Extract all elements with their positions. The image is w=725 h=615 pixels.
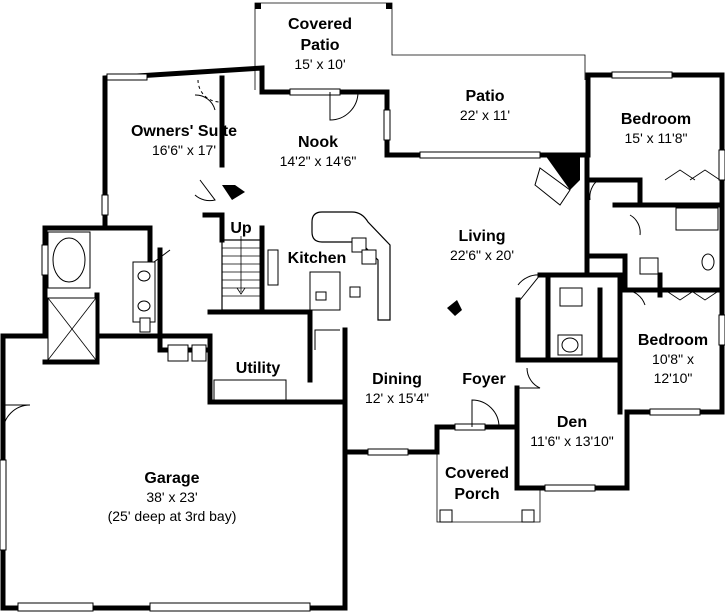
covered-patio-name-l1: Covered bbox=[288, 16, 352, 33]
garage-doors bbox=[17, 602, 311, 612]
living-name: Living bbox=[458, 228, 505, 245]
bedroom-2-size-l1: 10'8" x bbox=[652, 351, 694, 367]
covered-patio-size: 15' x 10' bbox=[294, 56, 345, 72]
garage-name: Garage bbox=[144, 470, 199, 487]
covered-porch-name-l2: Porch bbox=[454, 486, 499, 503]
doors bbox=[2, 79, 646, 433]
bedroom-2-name: Bedroom bbox=[638, 332, 708, 349]
hall-bath-fixtures bbox=[639, 169, 721, 301]
living-size: 22'6" x 20' bbox=[450, 247, 514, 263]
utility-name: Utility bbox=[236, 360, 281, 377]
interior-walls bbox=[0, 75, 725, 455]
nook-name: Nook bbox=[298, 134, 338, 151]
owners-suite-size: 16'6" x 17' bbox=[152, 142, 216, 158]
owners-suite-name: Owners' Suite bbox=[131, 123, 237, 140]
bedroom-1-size: 15' x 11'8" bbox=[625, 130, 688, 146]
den-name: Den bbox=[557, 414, 587, 431]
room-labels: Covered Patio 15' x 10' Patio 22' x 11' … bbox=[108, 16, 709, 524]
utility-fixtures bbox=[167, 344, 287, 401]
covered-porch-outline bbox=[436, 452, 541, 523]
covered-patio-name-l2: Patio bbox=[300, 37, 339, 54]
bedroom-2-size-l2: 12'10" bbox=[654, 370, 693, 386]
den-size: 11'6" x 13'10" bbox=[530, 433, 614, 449]
stairs-label: Up bbox=[230, 220, 252, 237]
den-bath-fixtures bbox=[557, 287, 583, 356]
master-bath-fixtures bbox=[47, 231, 156, 361]
bedroom-1-name: Bedroom bbox=[621, 111, 691, 128]
dining-name: Dining bbox=[372, 371, 422, 388]
nook-size: 14'2" x 14'6" bbox=[280, 153, 357, 169]
kitchen-fixtures bbox=[267, 211, 391, 321]
garage-note: (25' deep at 3rd bay) bbox=[108, 508, 237, 524]
kitchen-name: Kitchen bbox=[288, 250, 347, 267]
stairs bbox=[221, 236, 263, 311]
foyer-name: Foyer bbox=[462, 371, 506, 388]
patio-name: Patio bbox=[465, 88, 504, 105]
covered-porch-name-l1: Covered bbox=[445, 465, 509, 482]
foyer-mark bbox=[447, 300, 462, 316]
dining-size: 12' x 15'4" bbox=[365, 390, 429, 406]
patio-size: 22' x 11' bbox=[460, 107, 510, 123]
garage-size: 38' x 23' bbox=[146, 489, 197, 505]
fireplaces bbox=[222, 155, 580, 206]
windows bbox=[0, 71, 725, 551]
